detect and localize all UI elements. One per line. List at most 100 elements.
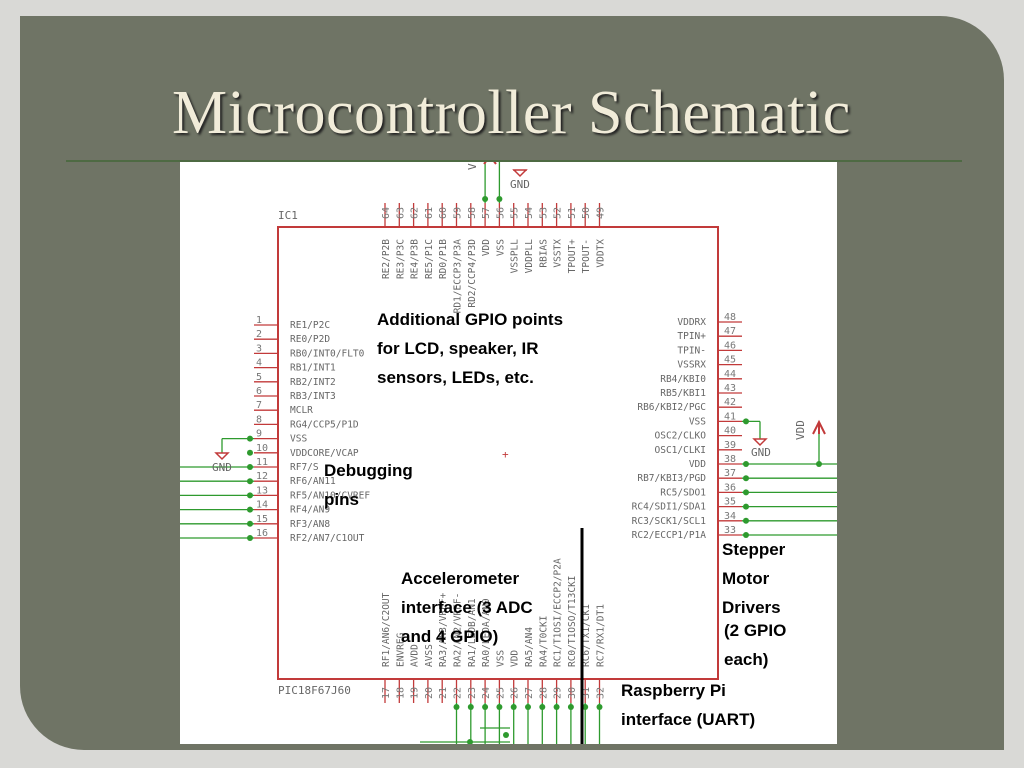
pin-name: RF2/AN7/C1OUT [290,533,365,544]
pin-name: RC1/T1OSI/ECCP2/P2A [553,558,564,667]
pin-name: RB3/INT3 [290,391,336,402]
pin-name: VDDCORE/VCAP [290,448,359,459]
junction-dot [496,704,503,710]
pin-name: RE4/P3B [410,239,421,279]
pin-name: TPIN- [677,345,706,356]
supply-symbols [214,162,826,461]
pin-name: VSSPLL [510,239,521,274]
junction-dot [496,196,503,202]
pin-number: 15 [256,514,268,525]
junction-dot [247,520,253,527]
pin-number: 11 [256,457,268,468]
junction-dot [453,704,460,710]
pin-name: RC0/T1OSO/T13CKI [567,575,578,667]
junction-dot [510,704,517,710]
pin-name: RB6/KBI2/PGC [637,402,706,413]
pin-name: RB7/KBI3/PGD [637,473,706,484]
chip-ref: IC1 [278,209,298,222]
pin-name: VDDRX [677,317,706,328]
junction-dot [467,739,473,744]
pin-number: 44 [724,369,736,380]
gnd-top-label: GND [510,178,530,191]
pin-number: 36 [724,482,736,493]
gnd-right-symbol [752,438,768,447]
junction-dot [247,435,253,442]
pin-name: RD1/ECCP3/P3A [453,239,464,314]
note-rpi: Raspberry Pi interface (UART) [621,681,756,729]
pin-number: 3 [256,343,262,354]
pin-number: 38 [724,454,736,465]
vdd-top-label: V [466,163,479,170]
pin-name: VSS [495,239,506,256]
pins [254,203,742,703]
pin-name: RE1/P2C [290,320,330,331]
pin-name: VSSRX [677,360,706,371]
slide-title: Microcontroller Schematic [172,79,851,147]
pin-name: VSS [495,650,506,667]
junction-dot [525,704,531,710]
junction-dot [247,506,253,513]
junction-dot [743,461,749,467]
note-stepper: Stepper Motor Drivers [722,540,786,617]
pin-name: RE5/P1C [424,239,435,279]
junction-dot [567,704,574,710]
gnd-right-label: GND [751,446,771,459]
junction-dot [816,461,822,467]
pin-number: 23 [467,687,478,699]
pin-number: 4 [256,358,262,369]
pin-number: 20 [424,687,435,699]
pin-number: 16 [256,528,268,539]
pin-number: 62 [410,207,421,219]
pin-number: 45 [724,355,736,366]
junction-dot [247,535,253,541]
pin-number: 54 [524,207,535,219]
pin-name: RB0/INT0/FLT0 [290,348,365,359]
pin-name: RD2/CCP4/P3D [467,239,478,308]
pin-number: 37 [724,468,736,479]
junction-dot [743,532,749,538]
pin-number: 13 [256,485,268,496]
pin-number: 55 [510,207,521,219]
junction-dot [582,704,589,710]
pin-name: RC2/ECCP1/P1A [632,530,707,541]
pin-number: 33 [724,525,736,536]
pin-number: 30 [567,687,578,699]
pin-name: VDDTX [596,239,607,268]
pin-name: MCLR [290,405,313,416]
gnd-top-symbol [512,169,528,178]
pin-name: RC4/SDI1/SDA1 [632,502,707,513]
pin-number: 52 [553,207,564,219]
pin-number: 34 [724,511,736,522]
pin-name: RB5/KBI1 [660,388,706,399]
pin-number: 59 [453,207,464,219]
pin-number: 28 [538,687,549,699]
junction-dot [553,704,560,710]
junction-dot [467,704,474,710]
pin-name: ENVREG [395,632,406,667]
pin-name: OSC2/CLKO [655,431,707,442]
pin-name: VSS [290,434,307,445]
pin-number: 27 [524,687,535,699]
pin-number: 24 [481,687,492,699]
pin-number: 25 [495,687,506,699]
pin-number: 48 [724,312,736,323]
pin-name: RC5/SDO1 [660,487,706,498]
pin-name: RE0/P2D [290,334,330,345]
pin-name: RA5/AN4 [524,627,535,667]
junction-dot [482,704,489,710]
pin-name: RE2/P2B [381,239,392,279]
pin-name: RC7/RX1/DT1 [596,604,607,667]
junction-dot [482,196,489,202]
junction-dot [743,517,749,524]
pin-number: 5 [256,372,262,383]
pin-name: TPOUT+ [567,239,578,274]
pin-name: RB4/KBI0 [660,374,706,385]
pin-name: RA3/AN3/VREF+ [438,592,449,667]
pin-name: VSS [689,416,706,427]
vdd-right-symbol [812,419,826,435]
junction-dot [596,704,603,710]
junction-dot [743,489,749,496]
pin-number: 31 [581,687,592,699]
pin-name: VDDPLL [524,239,535,274]
